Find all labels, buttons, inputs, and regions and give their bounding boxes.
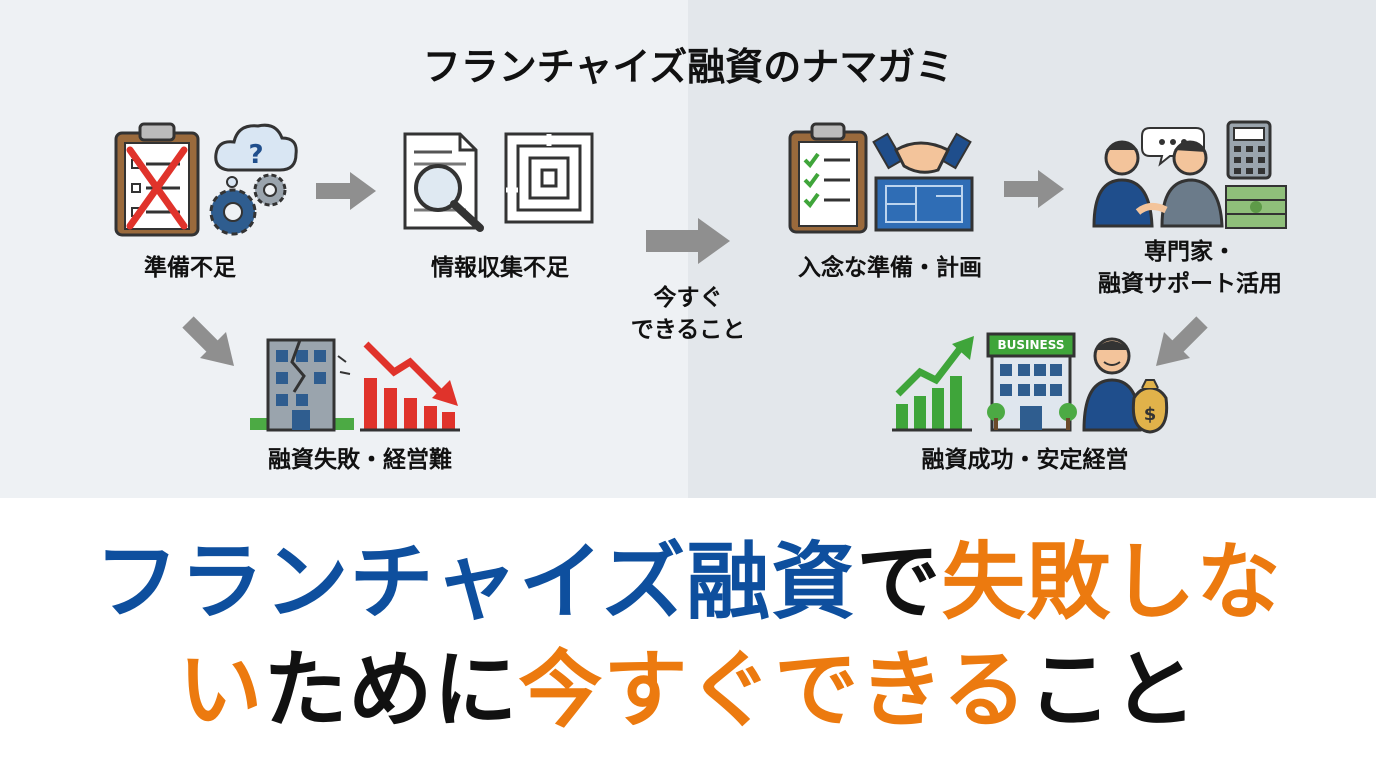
handshake-icon [872,132,972,174]
headline-segment: ために [263,641,519,739]
headline-segment: い [178,641,264,739]
rising-chart-icon [892,336,974,432]
business-building-icon [986,332,1077,432]
business-sign-text: BUSINESS [997,338,1065,352]
diagram-illustrations: ? [114,120,1287,434]
label-prep-lack: 準備不足 [144,255,236,281]
diagram-panel: ? [0,0,1376,498]
headline-line-1: フランチャイズ融資で失敗しな [0,540,1376,624]
arrow-down-right-icon [182,316,234,366]
cracked-building-icon [250,338,354,432]
money-bag-icon: $ [1131,379,1169,434]
center-arrow-icon [646,218,730,264]
consultants-icon [1092,127,1224,228]
label-thorough-prep: 入念な準備・計画 [798,255,982,281]
label-info-lack: 情報収集不足 [431,255,569,281]
label-now-line1: 今すぐ [653,285,723,311]
calculator-icon [1226,120,1272,180]
headline-line-2: いために今すぐできること [0,648,1376,732]
headline-segment: で [856,533,942,631]
blueprint-icon [874,176,974,232]
headline-segment: 今すぐできる [518,641,1028,739]
label-failure: 融資失敗・経営難 [268,447,452,473]
gears-icon [209,173,287,236]
arrow-right-icon [316,172,376,210]
problem-side-background [0,0,688,498]
falling-chart-icon [360,341,460,432]
headline-segment: こと [1027,641,1198,739]
happy-person-icon [1082,337,1142,432]
arrow-right-icon [1004,170,1064,208]
label-expert-line1: 専門家・ [1144,239,1236,265]
money-stack-icon [1225,185,1287,229]
label-expert-line2: 融資サポート活用 [1098,271,1282,297]
maze-icon [504,132,594,224]
svg-text:?: ? [248,140,263,170]
label-success: 融資成功・安定経営 [921,447,1129,473]
document-magnifier-icon [403,132,484,232]
label-now-line2: できること [630,317,746,343]
question-cloud-icon: ? [214,123,298,188]
diagram-title: フランチャイズ融資のナマガミ [422,45,954,89]
arrow-down-left-icon [1156,316,1208,366]
headline-segment: 失敗しな [941,533,1282,631]
svg-text:$: $ [1144,404,1157,425]
clipboard-red-x-icon [114,122,200,237]
headline-segment: フランチャイズ融資 [94,533,857,631]
checklist-clipboard-icon [788,122,868,234]
